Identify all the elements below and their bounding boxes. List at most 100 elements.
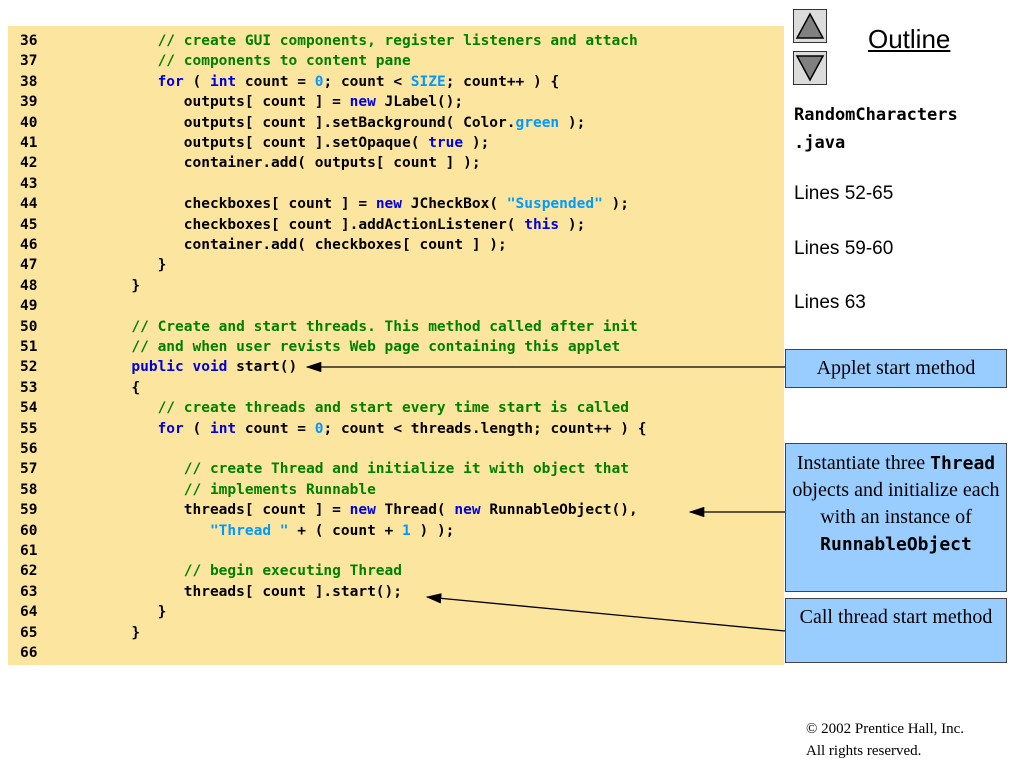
line-number: 40 <box>20 114 38 131</box>
code-token: new <box>349 94 376 111</box>
code-text: // create GUI components, register liste… <box>79 31 638 51</box>
code-text: // Create and start threads. This method… <box>79 317 637 337</box>
line-number: 65 <box>20 624 38 641</box>
code-token: 0 <box>314 73 324 90</box>
lines-ref-2: Lines 59-60 <box>794 238 894 259</box>
callout-instantiate-text-1: Instantiate three <box>796 452 931 474</box>
code-token: new <box>454 502 481 519</box>
code-token: RunnableObject(), <box>480 502 638 519</box>
line-number: 49 <box>20 298 38 315</box>
line-number: 46 <box>20 237 38 253</box>
code-text: // components to content pane <box>79 51 411 71</box>
code-token: ); <box>602 196 630 213</box>
code-text: outputs[ count ].setOpaque( true ); <box>79 133 490 153</box>
line-number: 60 <box>20 522 38 539</box>
code-token: "Thread " <box>79 522 289 539</box>
code-token: threads[ count ].start(); <box>79 583 403 600</box>
code-token: 0 <box>314 420 324 437</box>
line-number: 43 <box>20 175 38 192</box>
code-token: // and when user revists Web page contai… <box>79 339 621 355</box>
code-token: int <box>209 420 237 437</box>
code-token: { <box>79 379 141 396</box>
code-text: for ( int count = 0; count < SIZE; count… <box>79 72 560 92</box>
code-token: checkboxes[ count ] = <box>79 196 376 213</box>
code-token: checkboxes[ count ].addActionListener( <box>79 216 525 233</box>
line-number: 36 <box>20 33 38 49</box>
line-number: 61 <box>20 543 38 559</box>
code-text: // create threads and start every time s… <box>79 398 629 418</box>
code-token: ; count++ ) { <box>445 73 560 90</box>
code-token: int <box>209 73 237 90</box>
code-text: outputs[ count ] = new JLabel(); <box>79 92 463 112</box>
line-number: 55 <box>20 420 38 437</box>
callout-applet-start: Applet start method <box>785 349 1007 388</box>
line-number: 62 <box>20 563 38 580</box>
line-number: 41 <box>20 135 38 151</box>
code-token: } <box>79 624 141 641</box>
code-text: // implements Runnable <box>79 480 376 500</box>
code-token: outputs[ count ] = <box>79 94 350 111</box>
code-token: ; count < <box>323 73 411 90</box>
code-token: // create GUI components, register liste… <box>79 33 638 49</box>
code-token: ); <box>559 114 586 131</box>
line-number: 64 <box>20 604 38 621</box>
code-token: start() <box>227 359 298 376</box>
line-number: 44 <box>20 196 38 213</box>
code-token: SIZE <box>410 73 446 90</box>
line-number: 47 <box>20 257 38 274</box>
code-token: ( <box>183 73 210 90</box>
code-token: + ( count + <box>288 522 403 539</box>
code-token: container.add( outputs[ count ] ); <box>79 155 481 172</box>
code-text: checkboxes[ count ] = new JCheckBox( "Su… <box>79 194 629 214</box>
line-number: 52 <box>20 359 38 376</box>
code-token: ; count < threads.length; count++ ) { <box>323 420 647 437</box>
code-token: // implements Runnable <box>79 481 376 498</box>
code-token: true <box>428 135 464 151</box>
code-token: // create threads and start every time s… <box>79 400 629 417</box>
code-text: "Thread " + ( count + 1 ) ); <box>79 521 454 541</box>
line-number: 57 <box>20 461 38 478</box>
copyright-symbol: © <box>806 721 818 737</box>
code-token: new <box>349 502 376 519</box>
line-number: 58 <box>20 481 38 498</box>
code-token: } <box>79 277 141 294</box>
code-token: outputs[ count ].setBackground( Color. <box>79 114 516 131</box>
code-token: // begin executing Thread <box>79 563 403 580</box>
code-token: for <box>79 73 184 90</box>
code-token: count = <box>236 420 315 437</box>
code-token: threads[ count ] = <box>79 502 350 519</box>
callout-instantiate: Instantiate three Thread objects and ini… <box>785 443 1007 592</box>
line-number: 45 <box>20 216 38 233</box>
callout-instantiate-text-2: objects and initialize each with an inst… <box>792 479 1000 528</box>
code-token: count = <box>236 73 315 90</box>
previous-slide-button[interactable] <box>793 9 827 43</box>
copyright-line-1: 2002 Prentice Hall, Inc. <box>817 721 965 737</box>
arrow-call-start <box>425 593 786 632</box>
code-text: // begin executing Thread <box>79 561 402 581</box>
line-number: 48 <box>20 277 38 294</box>
line-number: 56 <box>20 441 38 457</box>
lines-ref-1: Lines 52-65 <box>794 183 894 204</box>
code-token: } <box>79 257 167 274</box>
code-text: checkboxes[ count ].addActionListener( t… <box>79 215 586 235</box>
line-number: 54 <box>20 400 38 417</box>
code-token: ); <box>559 216 586 233</box>
code-text: outputs[ count ].setBackground( Color.gr… <box>79 113 586 133</box>
code-token: 1 <box>402 522 411 539</box>
code-token: JCheckBox( <box>402 196 507 213</box>
code-token: for <box>79 420 184 437</box>
next-slide-button[interactable] <box>793 51 827 85</box>
callout-instantiate-code-1: Thread <box>930 453 996 474</box>
line-number: 51 <box>20 339 38 355</box>
line-number: 53 <box>20 379 38 396</box>
code-token: outputs[ count ].setOpaque( <box>79 135 429 151</box>
code-text: { <box>79 378 140 398</box>
callout-instantiate-code-2: RunnableObject <box>820 534 972 555</box>
line-number: 37 <box>20 53 38 70</box>
code-token: Thread( <box>375 502 455 519</box>
outline-title[interactable]: Outline <box>868 24 951 54</box>
filename-line-1: RandomCharacters <box>794 105 958 125</box>
code-token: } <box>79 604 167 621</box>
code-text: threads[ count ] = new Thread( new Runna… <box>79 500 638 520</box>
code-text: } <box>79 623 140 643</box>
